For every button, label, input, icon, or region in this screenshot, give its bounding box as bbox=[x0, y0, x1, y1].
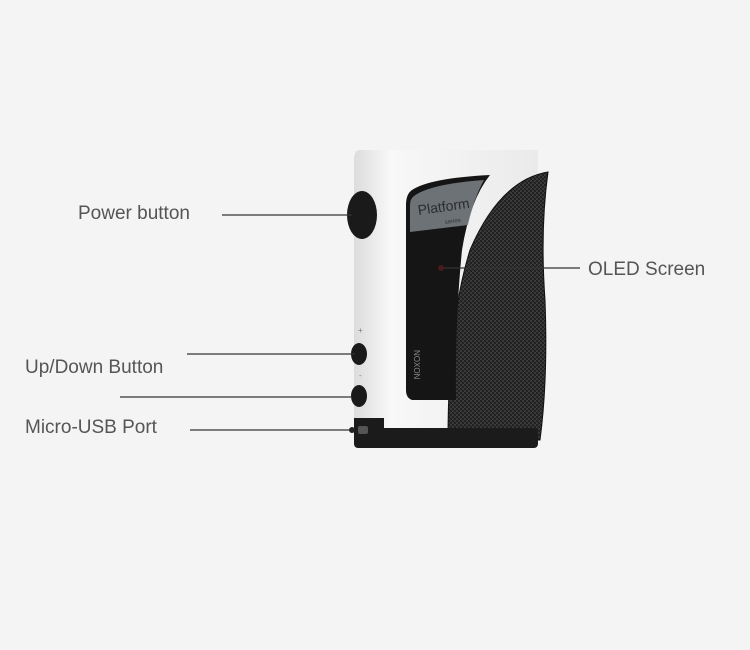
down-button[interactable] bbox=[351, 385, 367, 407]
screen-sub: series bbox=[444, 218, 461, 226]
minus-mark: - bbox=[359, 371, 362, 380]
power-button-label: Power button bbox=[78, 203, 190, 224]
up-button[interactable] bbox=[351, 343, 367, 365]
usb-port[interactable] bbox=[358, 426, 368, 434]
plus-mark: + bbox=[358, 326, 363, 335]
base bbox=[354, 428, 538, 448]
side-brand-text: NOXON bbox=[412, 350, 421, 380]
power-button[interactable] bbox=[347, 191, 377, 239]
micro-usb-label: Micro-USB Port bbox=[25, 417, 157, 438]
updown-button-label: Up/Down Button bbox=[25, 357, 164, 378]
device-body: Platform series NOXON bbox=[354, 150, 549, 448]
screen-panel bbox=[406, 175, 490, 400]
oled-callout-dot bbox=[438, 265, 444, 271]
oled-screen-label: OLED Screen bbox=[588, 259, 706, 280]
callout-lines bbox=[120, 214, 580, 431]
screen-brand: Platform bbox=[417, 195, 471, 218]
